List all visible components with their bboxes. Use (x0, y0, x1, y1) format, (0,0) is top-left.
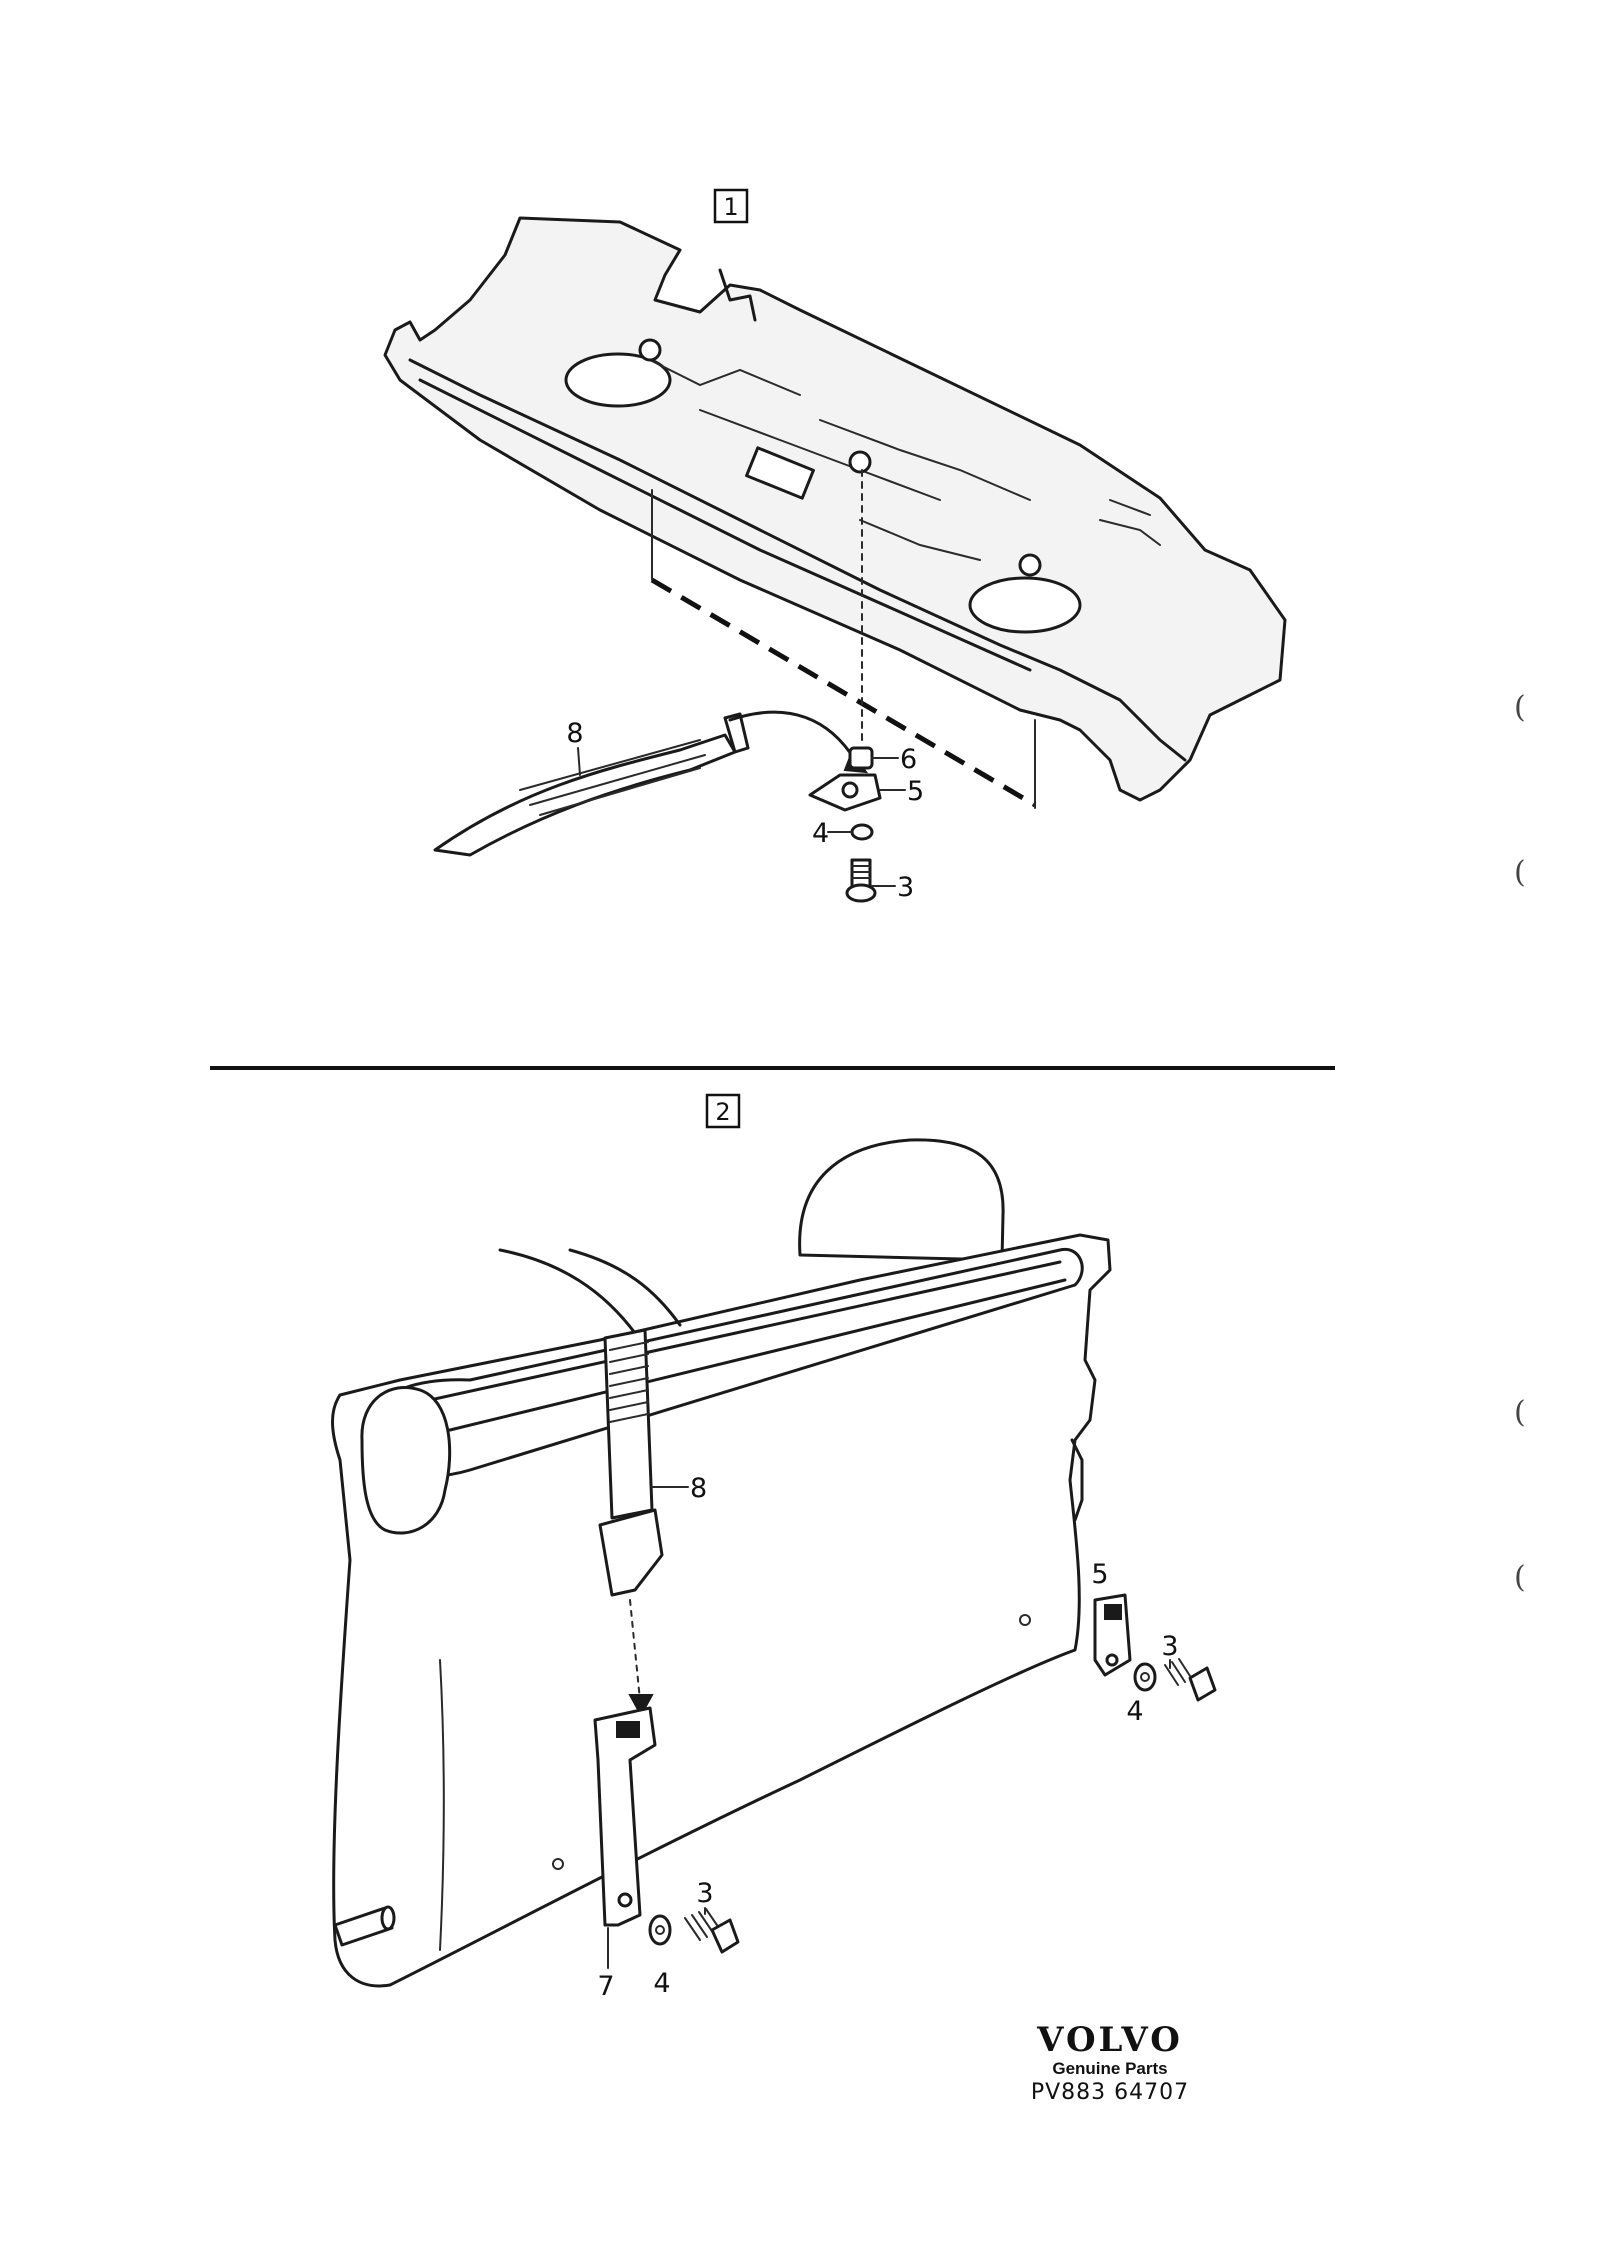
figure-1: 1 (383, 188, 1287, 903)
callout-6: 6 (900, 744, 917, 775)
callout-5: 5 (1091, 1559, 1108, 1590)
figure-2-label: 2 (715, 1098, 730, 1126)
figure-1-label: 1 (723, 193, 738, 221)
figure-2: 2 (331, 1093, 1217, 2002)
callout-3: 3 (897, 872, 914, 903)
figure-2-label-box (705, 1093, 741, 1129)
margin-mark: ( (1514, 855, 1526, 890)
anchor-plate (593, 1706, 657, 1927)
callout-3: 3 (696, 1878, 713, 1909)
brand-block: VOLVO Genuine Parts PV883 64707 (1000, 2022, 1220, 2106)
margin-mark: ( (1514, 1560, 1526, 1595)
callout-5: 5 (907, 776, 924, 807)
speaker-opening-left (564, 352, 672, 408)
fastener-stack-top (808, 746, 882, 903)
parcel-shelf (383, 216, 1287, 802)
margin-mark: ( (1514, 1395, 1526, 1430)
part-diagram-code: PV883 64707 (1030, 2080, 1190, 2105)
seat-back (331, 1138, 1112, 1988)
callout-7: 7 (597, 1971, 614, 2002)
margin-mark: ( (1514, 690, 1526, 725)
callouts-bottom: 8 5 3 4 3 4 7 (597, 1473, 1178, 2002)
strap-bottom (498, 1248, 682, 1718)
fastener-set-right (1093, 1593, 1217, 1702)
brand-logo: VOLVO (1037, 2020, 1183, 2060)
fastener-set-left (648, 1908, 740, 1954)
speaker-opening-right (968, 576, 1082, 634)
callout-4: 4 (1126, 1696, 1143, 1727)
callouts-top: 8 6 5 4 3 (566, 718, 924, 903)
callout-4: 4 (653, 1968, 670, 1999)
callout-4: 4 (812, 818, 829, 849)
callout-8: 8 (566, 718, 583, 749)
brand-tagline: Genuine Parts (1052, 2059, 1168, 2078)
attachment-outline (650, 577, 1037, 808)
callout-8: 8 (690, 1473, 707, 1504)
strap-top (433, 710, 869, 857)
figure-1-label-box (713, 188, 749, 224)
callout-3: 3 (1161, 1631, 1178, 1662)
